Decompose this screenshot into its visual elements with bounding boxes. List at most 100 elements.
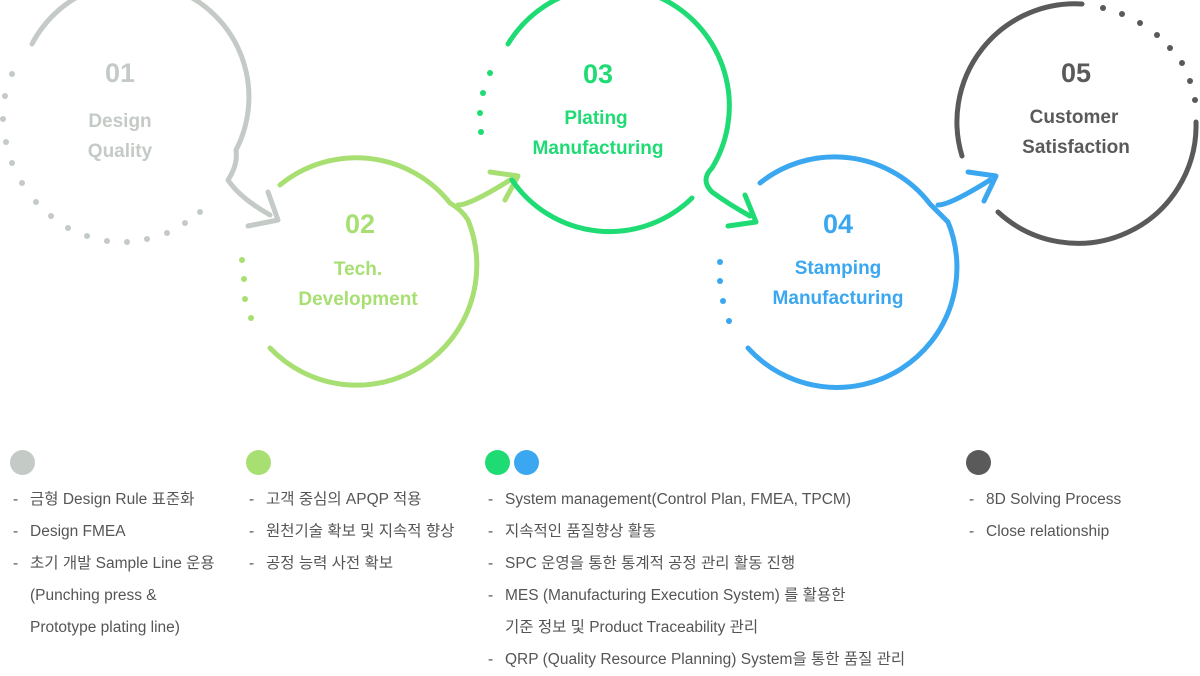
item-text: 기준 정보 및 Product Traceability 관리	[505, 619, 759, 636]
item-text: 고객 중심의 APQP 적용	[266, 491, 422, 508]
dash-marker: -	[249, 491, 255, 508]
step-2-connector	[455, 177, 513, 208]
dash-marker: -	[13, 523, 19, 540]
item-text: 원천기술 확보 및 지속적 향상	[266, 523, 455, 540]
legend-dot-step-3	[485, 450, 510, 475]
item-text: 8D Solving Process	[986, 491, 1122, 508]
step-4-dotted-arc	[717, 259, 732, 324]
detail-list: -금형 Design Rule 표준화 -Design FMEA -초기 개발 …	[10, 484, 215, 644]
step-4-title-line2: Manufacturing	[773, 288, 904, 309]
list-item-continuation: Prototype plating line)	[10, 612, 215, 644]
legend-dots	[966, 450, 1121, 476]
dash-marker: -	[488, 587, 494, 604]
list-item: -공정 능력 사전 확보	[246, 548, 454, 580]
step-3: 03 Plating Manufacturing	[477, 0, 759, 235]
item-text: 공정 능력 사전 확보	[266, 555, 393, 572]
detail-list: -System management(Control Plan, FMEA, T…	[485, 484, 905, 676]
step-2-title-line2: Development	[298, 289, 418, 310]
dash-marker: -	[488, 651, 494, 668]
step-4-arrowhead	[965, 169, 999, 204]
list-item: -Close relationship	[966, 516, 1121, 548]
list-item: -Design FMEA	[10, 516, 215, 548]
legend-dots	[246, 450, 454, 476]
step-2-number: 02	[345, 209, 375, 239]
legend-dot-step-4	[514, 450, 539, 475]
step-4-title-line1: Stamping	[795, 258, 882, 279]
item-text: QRP (Quality Resource Planning) System을 …	[505, 651, 906, 668]
step-2: 02 Tech. Development	[239, 155, 521, 388]
step-4-connector	[935, 177, 993, 208]
item-text: Design FMEA	[30, 523, 126, 540]
step-4: 04 Stamping Manufacturing	[717, 154, 999, 390]
step-5-arc	[954, 1, 1085, 159]
list-item: -SPC 운영을 통한 통계적 공정 관리 활동 진행	[485, 548, 905, 580]
item-text: MES (Manufacturing Execution System) 를 활…	[505, 587, 846, 604]
step-5-lower-arc	[995, 119, 1199, 246]
step-1-title-line2: Quality	[88, 141, 153, 162]
step-5: 05 Customer Satisfaction	[954, 1, 1199, 246]
details-manufacturing: -System management(Control Plan, FMEA, T…	[485, 450, 905, 676]
step-1-number: 01	[105, 58, 135, 88]
dash-marker: -	[969, 523, 975, 540]
legend-dots	[10, 450, 215, 476]
step-3-title-line2: Manufacturing	[533, 138, 664, 159]
list-item: -8D Solving Process	[966, 484, 1121, 516]
item-text: SPC 운영을 통한 통계적 공정 관리 활동 진행	[505, 555, 796, 572]
step-5-title-line1: Customer	[1030, 107, 1119, 128]
list-item: -고객 중심의 APQP 적용	[246, 484, 454, 516]
item-text: 지속적인 품질향상 활동	[505, 523, 657, 540]
step-3-title-line1: Plating	[564, 108, 627, 129]
dash-marker: -	[249, 555, 255, 572]
step-2-title-line1: Tech.	[334, 259, 382, 280]
dash-marker: -	[13, 555, 19, 572]
dash-marker: -	[249, 523, 255, 540]
legend-dot-step-5	[966, 450, 991, 475]
step-1: 01 Design Quality	[0, 0, 281, 245]
list-item: -초기 개발 Sample Line 운용	[10, 548, 215, 580]
step-4-number: 04	[823, 209, 853, 239]
legend-dot-step-1	[10, 450, 35, 475]
step-1-arrowhead	[245, 189, 281, 229]
list-item-continuation: 기준 정보 및 Product Traceability 관리	[485, 612, 905, 644]
item-text: (Punching press &	[30, 587, 157, 604]
step-5-title-line2: Satisfaction	[1022, 137, 1130, 158]
step-3-arrowhead	[725, 192, 759, 229]
step-3-arc	[505, 0, 753, 219]
details-design-quality: -금형 Design Rule 표준화 -Design FMEA -초기 개발 …	[10, 450, 215, 644]
detail-list: -고객 중심의 APQP 적용 -원천기술 확보 및 지속적 향상 -공정 능력…	[246, 484, 454, 580]
item-text: Close relationship	[986, 523, 1110, 540]
detail-list: -8D Solving Process -Close relationship	[966, 484, 1121, 548]
list-item: -QRP (Quality Resource Planning) System을…	[485, 644, 905, 676]
step-2-arrowhead	[487, 169, 521, 203]
step-5-number: 05	[1061, 58, 1091, 88]
step-3-number: 03	[583, 59, 613, 89]
legend-dots	[485, 450, 905, 476]
item-text: System management(Control Plan, FMEA, TP…	[505, 491, 851, 508]
step-1-dotted-arc	[0, 71, 203, 245]
step-2-arc	[267, 155, 480, 388]
dash-marker: -	[969, 491, 975, 508]
list-item: -금형 Design Rule 표준화	[10, 484, 215, 516]
step-3-dotted-arc	[477, 70, 493, 135]
dash-marker: -	[13, 491, 19, 508]
list-item-continuation: (Punching press &	[10, 580, 215, 612]
step-2-dotted-arc	[239, 257, 254, 321]
item-text: 초기 개발 Sample Line 운용	[30, 555, 215, 572]
details-tech-development: -고객 중심의 APQP 적용 -원천기술 확보 및 지속적 향상 -공정 능력…	[246, 450, 454, 580]
step-3-lower-arc	[509, 177, 695, 235]
step-5-dotted-arc	[1100, 5, 1198, 103]
item-text: Prototype plating line)	[30, 619, 180, 636]
item-text: 금형 Design Rule 표준화	[30, 491, 195, 508]
list-item: -System management(Control Plan, FMEA, T…	[485, 484, 905, 516]
list-item: -지속적인 품질향상 활동	[485, 516, 905, 548]
step-4-arc	[745, 154, 960, 390]
dash-marker: -	[488, 491, 494, 508]
list-item: -MES (Manufacturing Execution System) 를 …	[485, 580, 905, 612]
process-diagram: 01 Design Quality 02 Tech. Development 0…	[0, 0, 1199, 390]
step-1-arc	[29, 0, 273, 218]
dash-marker: -	[488, 523, 494, 540]
legend-dot-step-2	[246, 450, 271, 475]
step-1-title-line1: Design	[88, 111, 151, 132]
list-item: -원천기술 확보 및 지속적 향상	[246, 516, 454, 548]
dash-marker: -	[488, 555, 494, 572]
